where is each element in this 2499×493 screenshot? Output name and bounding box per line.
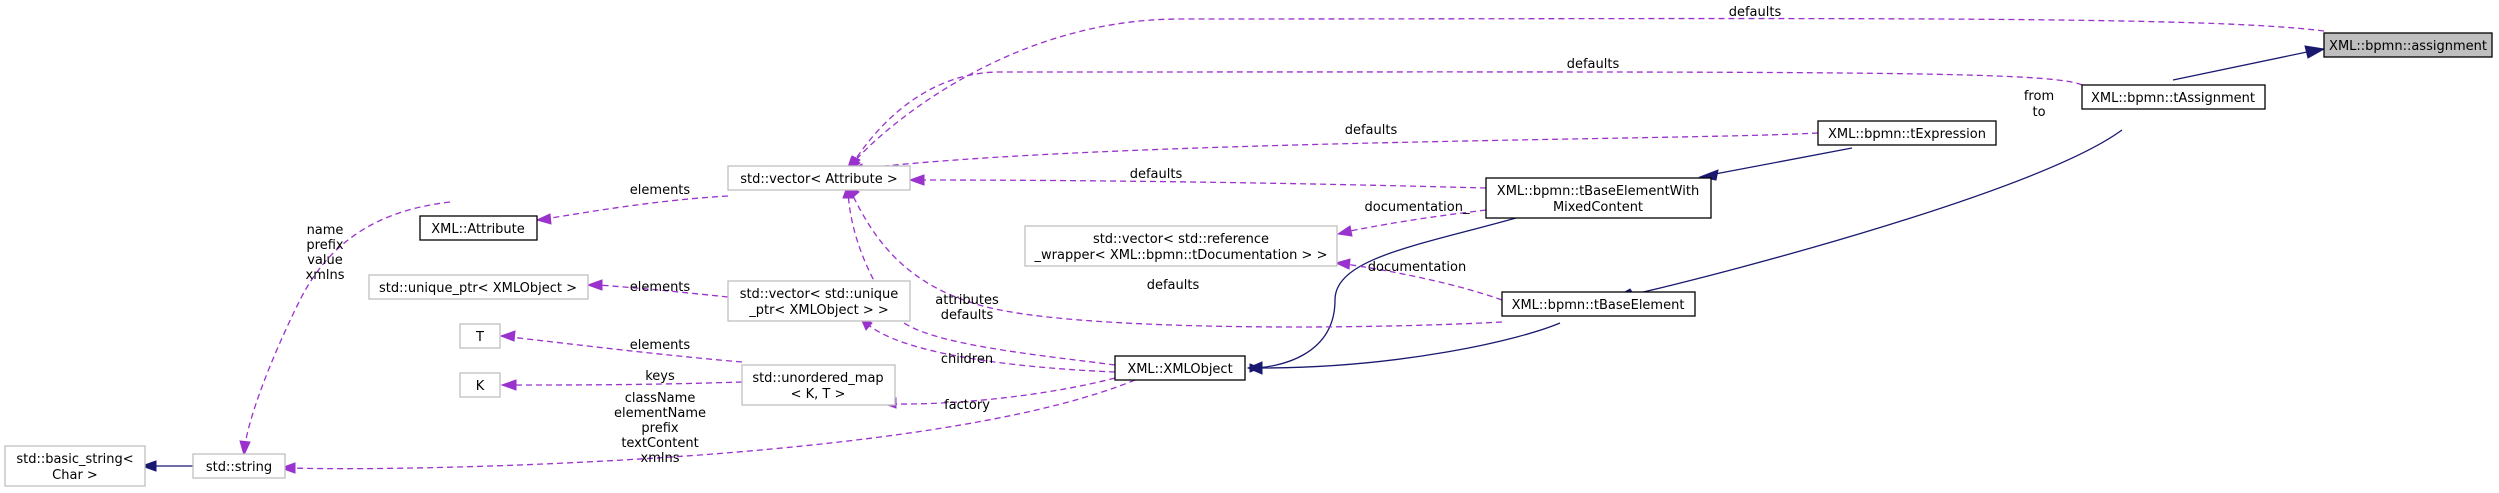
edge-label-from: from — [2024, 89, 2054, 104]
node-texpression[interactable]: XML::bpmn::tExpression — [1817, 120, 1997, 146]
node-basic-string-label-line1: std::basic_string< — [16, 452, 133, 467]
edge-label-xmlobject-field-prefix: prefix — [641, 421, 678, 436]
node-vector-attribute[interactable]: std::vector< Attribute > — [727, 165, 911, 191]
edge-label-attr-field-value: value — [307, 253, 343, 268]
edge-documentation-tbaseelement — [1334, 258, 1503, 301]
node-tbaseelement-label: XML::bpmn::tBaseElement — [1512, 298, 1685, 313]
edge-label-xmlobject-field-textcontent: textContent — [621, 436, 698, 451]
edge-label-defaults-xmlobject: defaults — [941, 308, 994, 323]
node-xmlobject[interactable]: XML::XMLObject — [1114, 355, 1246, 381]
edge-keys-k — [500, 379, 743, 391]
node-texpression-label: XML::bpmn::tExpression — [1828, 127, 1986, 142]
node-vector-unique-ptr-label-line2: _ptr< XMLObject > > — [748, 303, 889, 318]
edge-label-attr-field-prefix: prefix — [306, 238, 343, 253]
node-vector-refwrapper[interactable]: std::vector< std::reference _wrapper< XM… — [1024, 225, 1338, 267]
edge-label-elements-attribute: elements — [630, 183, 691, 198]
node-mixedcontent-label-line2: MixedContent — [1553, 200, 1643, 215]
edge-factory-xmlobject — [880, 377, 1116, 409]
node-xml-attribute-label: XML::Attribute — [431, 222, 525, 237]
edge-tassignment-to-assignment — [2172, 45, 2326, 81]
node-k[interactable]: K — [459, 372, 501, 398]
node-xmlobject-label: XML::XMLObject — [1127, 362, 1232, 377]
node-tbaseelement[interactable]: XML::bpmn::tBaseElement — [1501, 291, 1696, 317]
node-std-string[interactable]: std::string — [192, 453, 286, 479]
edge-label-defaults-mixedcontent: defaults — [1130, 167, 1183, 182]
edge-label-children: children — [941, 352, 993, 367]
node-tbaseelementwithmixedcontent[interactable]: XML::bpmn::tBaseElementWith MixedContent — [1485, 177, 1712, 219]
edge-label-xmlobject-field-xmlns: xmlns — [641, 451, 680, 466]
edge-elements-t — [499, 330, 743, 363]
edge-label-documentation: documentation — [1368, 260, 1466, 275]
node-vector-unique-ptr-label-line1: std::vector< std::unique — [740, 287, 899, 302]
edge-documentation-mixedcontent — [1336, 209, 1487, 237]
edge-xmlobject-to-tbaseelement — [1246, 322, 1561, 375]
edge-attributes-xmlobject — [842, 182, 1116, 366]
edge-label-attr-field-xmlns: xmlns — [306, 268, 345, 283]
edge-string-attribute — [239, 201, 451, 457]
edge-label-elements-t: elements — [630, 338, 691, 353]
node-basic-string[interactable]: std::basic_string< Char > — [4, 445, 146, 487]
edge-mixedcontent-to-texpression — [1698, 147, 1853, 181]
edge-label-xmlobject-field-elementname: elementName — [614, 406, 706, 421]
edge-label-keys: keys — [645, 369, 675, 384]
node-unique-ptr-label: std::unique_ptr< XMLObject > — [379, 281, 577, 296]
edge-elements-attribute — [535, 195, 729, 225]
node-vector-refwrapper-label-line1: std::vector< std::reference — [1093, 232, 1269, 247]
node-std-string-label: std::string — [206, 460, 272, 475]
edge-defaults-mixedcontent — [908, 174, 1487, 189]
node-mixedcontent-label-line1: XML::bpmn::tBaseElementWith — [1497, 184, 1699, 199]
node-vector-attribute-label: std::vector< Attribute > — [740, 172, 898, 187]
edge-label-factory: factory — [944, 398, 990, 413]
node-basic-string-label-line2: Char > — [52, 468, 98, 483]
edge-label-defaults-assignment: defaults — [1729, 5, 1782, 20]
edge-label-documentation-underscore: documentation_ — [1365, 200, 1470, 215]
node-tassignment-label: XML::bpmn::tAssignment — [2091, 91, 2255, 106]
edge-label-attributes: attributes — [935, 293, 999, 308]
node-xml-attribute[interactable]: XML::Attribute — [419, 215, 538, 241]
edge-label-defaults-tbaseelement: defaults — [1147, 278, 1200, 293]
node-assignment-label: XML::bpmn::assignment — [2329, 39, 2487, 54]
node-assignment[interactable]: XML::bpmn::assignment — [2323, 32, 2493, 58]
edge-label-defaults-texpression: defaults — [1345, 123, 1398, 138]
edge-label-defaults-tassignment: defaults — [1567, 57, 1620, 72]
edge-elements-uniqueptr — [586, 279, 729, 298]
edge-label-attr-field-name: name — [307, 223, 344, 238]
edge-string-xmlobject — [279, 379, 1136, 474]
edge-basicstring-to-string — [140, 460, 193, 472]
node-unique-ptr[interactable]: std::unique_ptr< XMLObject > — [368, 274, 589, 300]
node-vector-refwrapper-label-line2: _wrapper< XML::bpmn::tDocumentation > > — [1034, 248, 1328, 263]
node-unordered-map[interactable]: std::unordered_map < K, T > — [741, 364, 896, 406]
edge-label-xmlobject-field-classname: className — [625, 391, 696, 406]
edge-label-elements-uniqueptr: elements — [630, 280, 691, 295]
edge-label-to: to — [2032, 105, 2045, 120]
edge-defaults-texpression — [846, 132, 1819, 175]
node-k-label: K — [476, 379, 485, 394]
node-tassignment[interactable]: XML::bpmn::tAssignment — [2081, 84, 2266, 110]
node-t[interactable]: T — [459, 323, 501, 349]
node-unordered-map-label-line1: std::unordered_map — [752, 371, 883, 386]
node-vector-unique-ptr[interactable]: std::vector< std::unique _ptr< XMLObject… — [727, 280, 911, 322]
node-t-label: T — [475, 330, 484, 345]
node-unordered-map-label-line2: < K, T > — [791, 387, 846, 402]
